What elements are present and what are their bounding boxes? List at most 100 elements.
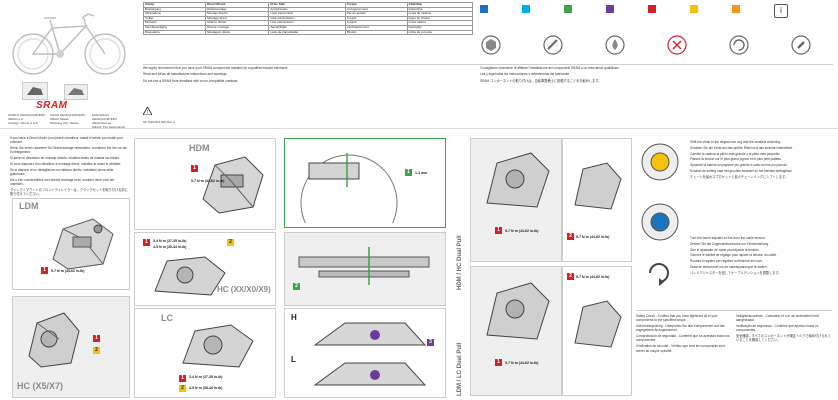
company-col-1: WORLD HEADQUARTERS SRAM LLC Chicago, Ill… — [8, 113, 45, 125]
panel-hc-top: 1 2 3-4 N·m (27-35 in-lb) 4-5 N·m (35-44… — [134, 232, 276, 306]
grease-icon — [605, 35, 625, 55]
instruction-paragraph: Schalten Sie die Kette auf das größte Ri… — [690, 145, 793, 150]
hex-key-icon — [481, 35, 501, 55]
pull-drawing-2 — [574, 162, 622, 210]
label-hdm: HDM — [189, 143, 210, 153]
torque-lc-1: 3-4 N·m (27-35 in-lb) — [189, 375, 223, 379]
chainring-gap-drawing — [300, 153, 398, 223]
warning-right: Consigliamo vivamente di affidare l'inst… — [480, 66, 830, 124]
label-pull-bottom: LDM / LC Dual Pull — [457, 342, 463, 396]
badge-hc-2: 2 — [227, 239, 234, 246]
badge-chain-2: 2 — [293, 283, 300, 290]
instruction-paragraph: Shift the chain to the largest rear cog … — [690, 140, 781, 144]
instruction-text-1: Shift the chain to the largest rear cog … — [690, 140, 832, 234]
panel-pull-2: 2 5-7 N·m (44-62 in-lb) — [562, 138, 632, 262]
pull-drawing-4 — [574, 300, 622, 348]
torque-hc-clamp: 3-4 N·m (27-35 in-lb) — [153, 239, 187, 243]
badge-ldm-1: 1 — [41, 267, 48, 274]
torque-hdm-1: 5-7 N·m (44-62 in-lb) — [191, 179, 225, 183]
spec-cell: Linha da corrente — [406, 29, 474, 36]
color-legend: i — [480, 3, 830, 29]
badge-limit-3: 3 — [427, 339, 434, 346]
instruction-paragraph: Schakel de ketting naar het grootste tan… — [690, 168, 793, 173]
instruction-paragraph: Vérification de sécurité - Vérifiez que … — [636, 344, 725, 353]
instruction-paragraph: Als u een voorderailleur met directe mon… — [10, 177, 115, 187]
instruction-paragraph: Ruotare il registro per regolare la tens… — [690, 259, 764, 264]
badge-pull-4: 2 — [567, 273, 574, 280]
torque-pull-2: 5-7 N·m (44-62 in-lb) — [576, 235, 610, 239]
badge-gap-1: 1 — [405, 169, 412, 176]
label-h: H — [291, 313, 297, 322]
hdm-derailleur-drawing — [202, 156, 264, 214]
spec-cell: Braçadeira — [142, 29, 207, 36]
legend-swatch-green — [564, 5, 572, 13]
warning-right-3: SRAM コンポーネントの取り付けは、自転車整備士に依頼することをお勧めします。 — [480, 78, 602, 83]
spec-cell: Montagem direta — [205, 29, 270, 36]
warning-left: We highly recommend that you have your S… — [142, 66, 473, 124]
gap-measurement: 1-3 mm — [415, 171, 428, 175]
instruction-paragraph: Si vous disposez d'un dérailleur à monta… — [10, 161, 122, 166]
panel-pull-3: 1 5-7 N·m (44-62 in-lb) — [470, 266, 562, 396]
legend-swatch-cyan — [522, 5, 530, 13]
warning-left-3: Do not use a SRAM front derailleur with … — [143, 78, 239, 83]
instruction-paragraph: ダイレクトマウントのフロントディレイラーは、クランクセットを取り付ける前に取り付… — [10, 187, 128, 197]
instruction-paragraph: Sicherheitsprüfung - Überprüfen Sie alle… — [636, 324, 725, 333]
barrel-adjuster-icon — [641, 143, 679, 181]
doc-number: 95-7918-004-000 Rev C — [143, 120, 176, 124]
lc-derailleur-drawing — [182, 324, 254, 368]
hc-derailleur-drawing — [154, 256, 226, 296]
instruction-paragraph: Veiligheidscontrole - Controleer of u al… — [736, 314, 819, 323]
rotate-icon — [729, 35, 749, 55]
limit-screw-drawing-h — [313, 322, 427, 346]
badge-hdm-1: 1 — [191, 165, 198, 172]
bicycle-illustration — [12, 13, 126, 75]
label-lc: LC — [161, 313, 173, 323]
badge-pull-1: 1 — [495, 227, 502, 234]
badge-pull-2: 2 — [567, 233, 574, 240]
legend-swatch-yellow — [690, 5, 698, 13]
badge-hcx5-1: 1 — [93, 335, 100, 342]
warning-right-1: Consigliamo vivamente di affidare l'inst… — [480, 66, 620, 70]
warning-right-2: Lea y siga todas las instrucciones y adv… — [480, 72, 571, 77]
company-col-3: EUROPEAN HEADQUARTERS SRAM Europe Nijker… — [92, 113, 125, 129]
panel-pull-4: 2 5-7 N·m (44-62 in-lb) — [562, 266, 632, 396]
panel-limit-screws: H L 3 — [284, 308, 446, 398]
svg-text:!: ! — [147, 110, 148, 115]
hcx5-derailleur-drawing — [28, 312, 80, 368]
torque-pull-3: 5-7 N·m (44-62 in-lb) — [505, 361, 539, 365]
instruction-text-2: Turn the barrel adjuster to fine-tune th… — [690, 236, 832, 308]
badge-hc-1: 1 — [143, 239, 150, 246]
label-ldm: LDM — [19, 201, 39, 211]
sram-logo: SRAM — [36, 100, 68, 111]
panel-ldm: LDM 1 5-7 N·m (44-62 in-lb) — [12, 198, 130, 290]
spec-cell: Lado da transmissão — [268, 29, 346, 36]
instruction-paragraph: Tournez le barillet de réglage pour ajus… — [690, 253, 778, 258]
adjuster-dial-icon — [641, 203, 679, 241]
badge-pull-3: 1 — [495, 359, 502, 366]
torque-lc-2: 4-5 N·m (35-44 in-lb) — [189, 386, 223, 390]
instruction-paragraph: Wenn Sie einen Umwerfer für Direktmontag… — [10, 146, 128, 155]
panel-hdm: HDM 1 5-7 N·m (44-62 in-lb) — [134, 138, 276, 230]
instruction-paragraph: チェーンを最大スプロケットと最小チェーンリングにシフトします。 — [690, 174, 789, 179]
instruction-paragraph: Turn the barrel adjuster to fine-tune th… — [690, 236, 766, 240]
badge-hcx5-2: 2 — [93, 347, 100, 354]
instruction-paragraph: If you have a Direct Mount (non-braze) d… — [10, 136, 123, 145]
info-icon: i — [774, 4, 788, 18]
panel-pull-1: 1 5-7 N·m (44-62 in-lb) — [470, 138, 562, 262]
legend-swatch-purple — [606, 5, 614, 13]
torque-wrench-icon — [543, 35, 563, 55]
legend-swatch-red — [648, 5, 656, 13]
company-col-2: ASIAN HEADQUARTERS SRAM Taiwan Taichung … — [50, 113, 85, 125]
torque-hc-clamp2: 4-5 N·m (35-44 in-lb) — [153, 245, 187, 249]
warning-left-1: We highly recommend that you have your S… — [143, 66, 289, 70]
legend-swatch-orange — [732, 5, 740, 13]
pull-drawing-1 — [486, 152, 550, 208]
label-hc-top: HC (XX/X0/X9) — [217, 285, 271, 294]
cable-cutter-icon — [667, 35, 687, 55]
panel-lc: LC 1 3-4 N·m (27-35 in-lb) 2 4-5 N·m (35… — [134, 308, 276, 398]
instruction-paragraph: バレルアジャスターを回してケーブルテンションを調整します。 — [690, 270, 782, 275]
instruction-paragraph: Safety Check - Confirm that you have tig… — [636, 314, 718, 323]
tool-icons — [480, 34, 830, 62]
